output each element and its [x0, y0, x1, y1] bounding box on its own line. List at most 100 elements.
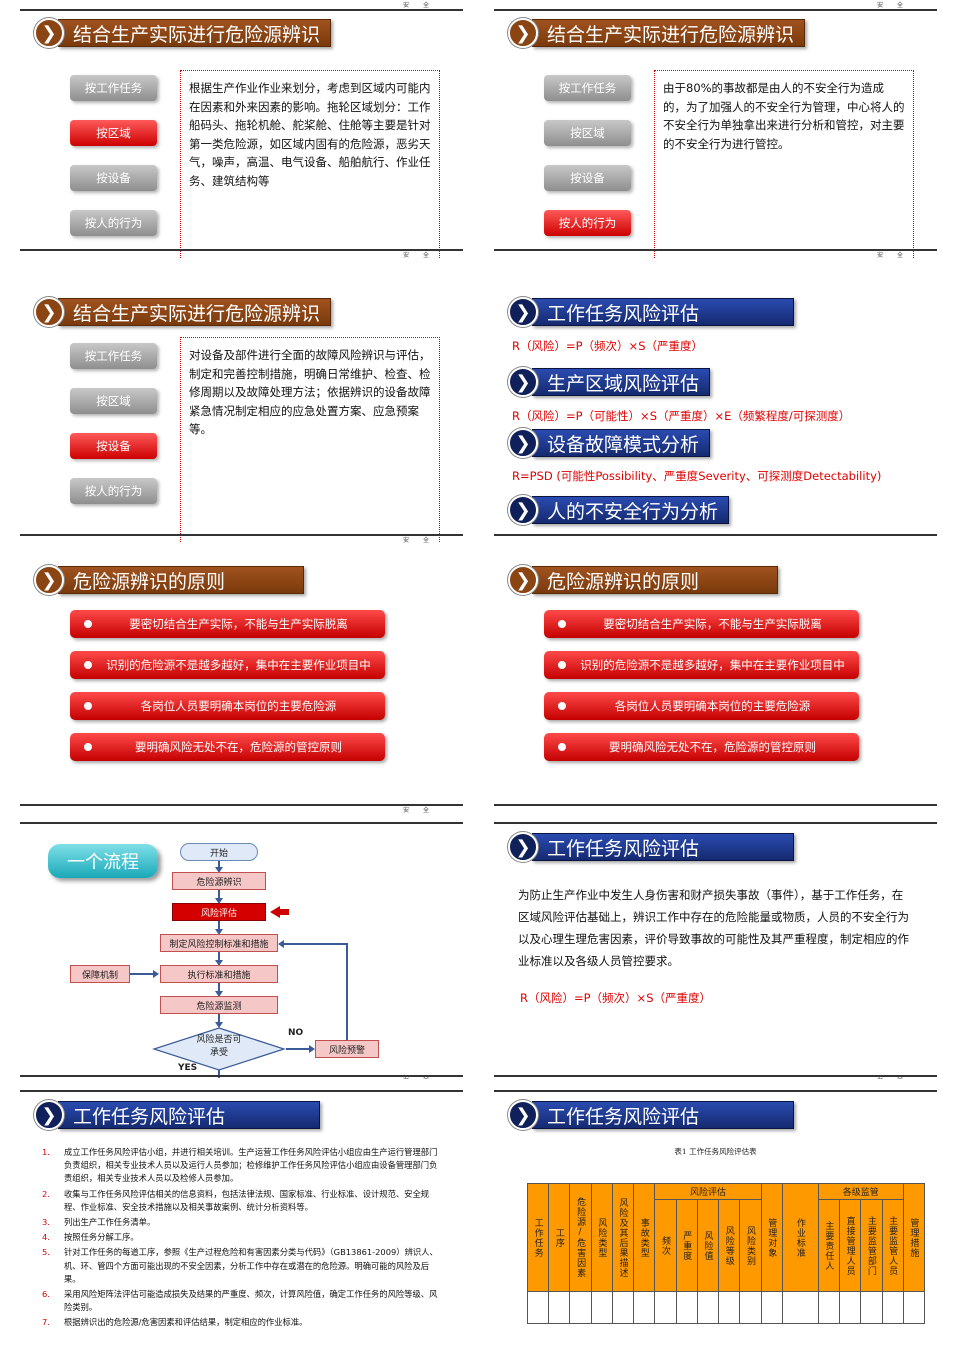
table-header: 主要监管部门	[860, 1199, 883, 1292]
slide-7: 一个流程 开始 危险源辨识 风险评估 制定风险控制标准和措施 执行标准和措施 保…	[20, 820, 463, 1079]
callout-box: 对设备及部件进行全面的故障风险辨识与评估，制定和完善控制措施，明确日常维护、检查…	[180, 337, 440, 542]
chevron-right-icon: ❯	[34, 1100, 64, 1130]
chevron-right-icon: ❯	[508, 18, 538, 48]
principle-item: 要明确风险无处不在，危险源的管控原则	[70, 733, 385, 761]
logo: 安 全	[403, 2, 435, 9]
btn-by-equipment[interactable]: 按设备	[544, 165, 631, 191]
btn-by-task[interactable]: 按工作任务	[70, 343, 157, 369]
flow-step-control: 制定风险控制标准和措施	[160, 934, 278, 952]
bullet-icon	[558, 620, 566, 628]
principle-item: 要明确风险无处不在，危险源的管控原则	[544, 733, 859, 761]
btn-by-area[interactable]: 按区域	[70, 388, 157, 414]
btn-by-area[interactable]: 按区域	[544, 120, 631, 146]
slide-title: 结合生产实际进行危险源辨识	[532, 19, 806, 47]
table-header: 主要责任人	[817, 1199, 841, 1292]
slide-8: ❯ 工作任务风险评估 为防止生产作业中发生人身伤害和财产损失事故（事件），基于工…	[494, 820, 937, 1079]
slide-1: 安 全 ❯ 结合生产实际进行危险源辨识 按工作任务 按区域 按设备 按人的行为 …	[20, 0, 463, 259]
slide-header: ❯ 结合生产实际进行危险源辨识	[34, 297, 332, 327]
slide-title: 工作任务风险评估	[532, 833, 794, 861]
principle-item: 各岗位人员要明确本岗位的主要危险源	[544, 692, 859, 720]
arrow-left-icon	[278, 940, 284, 948]
chevron-right-icon: ❯	[508, 495, 538, 525]
flow-step-identify: 危险源辨识	[172, 872, 266, 890]
formula: R（风险）=P（频次）×S（严重度）	[520, 991, 711, 1005]
callout-text: 根据生产作业作业来划分，考虑到区域内可能内在因素和外来因素的影响。拖轮区域划分：…	[189, 81, 431, 188]
process-tag: 一个流程	[48, 844, 158, 878]
slide-title: 工作任务风险评估	[58, 1101, 320, 1129]
flow-step-monitor: 危险源监测	[160, 996, 278, 1014]
btn-by-behavior[interactable]: 按人的行为	[544, 210, 631, 236]
risk-table: 工作任务 工序 危险源/危害因素 风险类型 风险及其后果描述 事故类型 风险评估…	[526, 1183, 926, 1324]
table-header: 管理对象	[760, 1183, 783, 1292]
arrow-tail	[279, 909, 289, 915]
list-item: 2.收集与工作任务风险评估相关的信息资料，包括法律法规、国家标准、行业标准、设计…	[42, 1188, 430, 1212]
slide-header: ❯ 工作任务风险评估	[508, 832, 794, 862]
formula-1: R（风险）=P（频次）×S（严重度）	[512, 339, 703, 353]
btn-by-task[interactable]: 按工作任务	[70, 75, 157, 101]
chevron-right-icon: ❯	[508, 1100, 538, 1130]
formula-2: R（风险）=P（可能性）×S（严重度）×E（频繁程度/可探测度）	[512, 409, 851, 423]
table-header: 工序	[548, 1183, 571, 1292]
bullet-icon	[84, 702, 92, 710]
list-item: 1.成立工作任务风险评估小组，并进行相关培训。生产运营工作任务风险评估小组应由生…	[42, 1147, 438, 1184]
section-title-2: 生产区域风险评估	[532, 368, 711, 396]
intro-paragraph: 为防止生产作业中发生人身伤害和财产损失事故（事件），基于工作任务，在区域风险评估…	[518, 888, 909, 968]
callout-text: 对设备及部件进行全面的故障风险辨识与评估，制定和完善控制措施，明确日常维护、检查…	[189, 348, 431, 436]
logo: 安 全	[403, 807, 435, 814]
section-header-4: ❯ 人的不安全行为分析	[508, 495, 730, 525]
list-item: 4.按照任务分解工序。	[42, 1232, 139, 1243]
slide-9: ❯ 工作任务风险评估 1.成立工作任务风险评估小组，并进行相关培训。生产运营工作…	[20, 1088, 463, 1352]
table-header: 风险等级	[718, 1199, 741, 1292]
flow-step-execute: 执行标准和措施	[160, 965, 278, 983]
section-title-4: 人的不安全行为分析	[532, 496, 730, 524]
arrow-left-icon	[270, 906, 280, 918]
slide-title: 危险源辨识的原则	[532, 566, 778, 594]
table-header: 事故类型	[633, 1183, 656, 1292]
table-group-header: 风险评估	[654, 1183, 762, 1200]
btn-by-equipment[interactable]: 按设备	[70, 165, 157, 191]
chevron-right-icon: ❯	[508, 367, 538, 397]
slide-header: ❯ 危险源辨识的原则	[508, 565, 778, 595]
slide-10: ❯ 工作任务风险评估 表1 工作任务风险评估表 工作任务 工序 危险源/危害因素…	[494, 1088, 937, 1352]
btn-by-behavior[interactable]: 按人的行为	[70, 478, 157, 504]
chevron-right-icon: ❯	[34, 297, 64, 327]
table-header: 直接管理人员	[839, 1199, 862, 1292]
logo: 安 全	[877, 1074, 909, 1079]
table-header: 风险类型	[590, 1183, 613, 1292]
bullet-icon	[84, 743, 92, 751]
table-header: 危险源/危害因素	[569, 1183, 592, 1292]
btn-by-task[interactable]: 按工作任务	[544, 75, 631, 101]
section-header-2: ❯ 生产区域风险评估	[508, 367, 711, 397]
callout-text: 由于80%的事故都是由人的不安全行为造成的，为了加强人的不安全行为管理，中心将人…	[663, 81, 905, 151]
slide-4: ❯ 工作任务风险评估 R（风险）=P（频次）×S（严重度） ❯ 生产区域风险评估…	[494, 285, 937, 544]
chevron-right-icon: ❯	[508, 832, 538, 862]
btn-by-equipment[interactable]: 按设备	[70, 433, 157, 459]
logo: 安 全	[403, 252, 435, 259]
section-header-3: ❯ 设备故障模式分析	[508, 428, 711, 458]
slide-6: ❯ 危险源辨识的原则 要密切结合生产实际，不能与生产实际脱离 识别的危险源不是越…	[494, 555, 937, 814]
slide-header: ❯ 结合生产实际进行危险源辨识	[34, 18, 332, 48]
slide-3: ❯ 结合生产实际进行危险源辨识 按工作任务 按区域 按设备 按人的行为 对设备及…	[20, 285, 463, 544]
slide-header: ❯ 工作任务风险评估	[34, 1100, 320, 1130]
slide-header: ❯ 危险源辨识的原则	[34, 565, 304, 595]
chevron-right-icon: ❯	[34, 18, 64, 48]
list-item: 6.采用风险矩阵法评估可能造成损失及结果的严重度、频次，计算风险值，确定工作任务…	[42, 1289, 438, 1313]
logo: 安 全	[877, 2, 909, 9]
bullet-icon	[84, 620, 92, 628]
flow-guarantee: 保障机制	[70, 965, 130, 983]
btn-by-area[interactable]: 按区域	[70, 120, 157, 146]
table-row	[526, 1291, 926, 1324]
principle-item: 要密切结合生产实际，不能与生产实际脱离	[70, 610, 385, 638]
flow-step-assess: 风险评估	[172, 903, 266, 921]
section-title-3: 设备故障模式分析	[532, 429, 711, 457]
formula-3: R=PSD (可能性Possibility、严重度Severity、可探测度De…	[512, 469, 882, 483]
btn-by-behavior[interactable]: 按人的行为	[70, 210, 157, 236]
principle-item: 要密切结合生产实际，不能与生产实际脱离	[544, 610, 859, 638]
logo: 安 全	[877, 252, 909, 259]
logo: 安 全	[403, 537, 435, 544]
slide-5: ❯ 危险源辨识的原则 要密切结合生产实际，不能与生产实际脱离 识别的危险源不是越…	[20, 555, 463, 814]
slide-title: 工作任务风险评估	[532, 1101, 794, 1129]
table-header: 严重度	[675, 1199, 698, 1292]
flow-no-label: NO	[288, 1028, 304, 1038]
principle-item: 识别的危险源不是越多越好，集中在主要作业项目中	[70, 651, 385, 679]
